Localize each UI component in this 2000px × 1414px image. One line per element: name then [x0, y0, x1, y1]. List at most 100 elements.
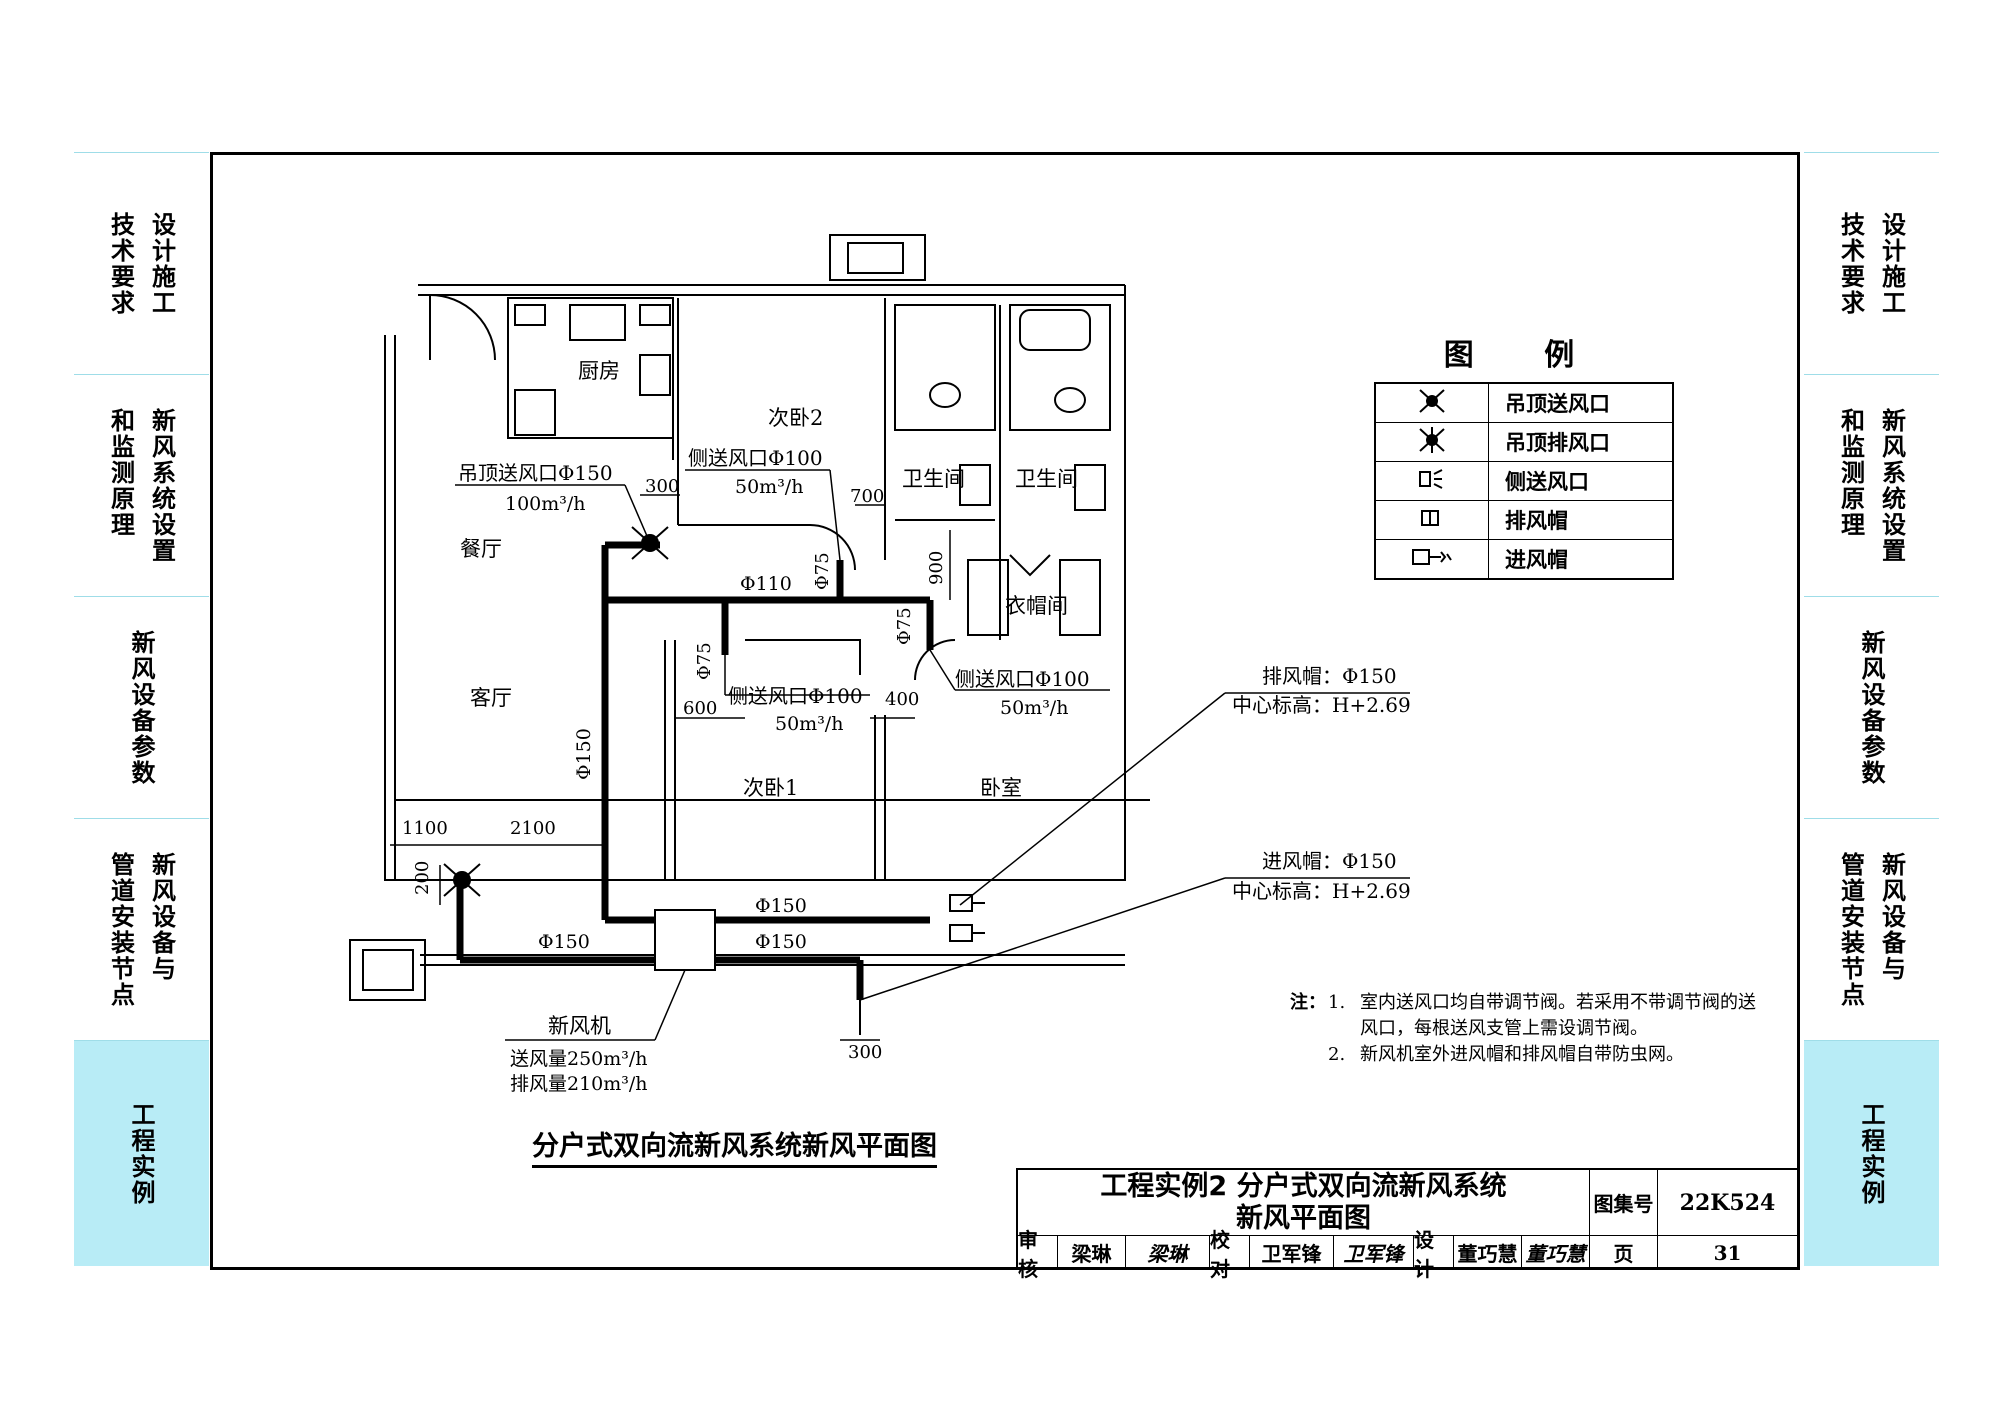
dim-200: 200 [412, 861, 433, 895]
note-text: 室内送风口均自带调节阀。若采用不带调节阀的送风口，每根送风支管上需设调节阀。 [1360, 992, 1756, 1039]
note-item: 注：1. 室内送风口均自带调节阀。若采用不带调节阀的送风口，每根送风支管上需设调节… [1290, 990, 1760, 1042]
legend-row: 进风帽 [1374, 539, 1674, 580]
side-tab-label: 新风设备与 [147, 852, 176, 982]
check-signature: 卫军锋 [1334, 1236, 1414, 1270]
legend-label: 进风帽 [1488, 539, 1674, 580]
room-kitchen: 厨房 [578, 359, 620, 383]
ceiling-exhaust-icon [1374, 422, 1489, 462]
dim-600: 600 [683, 698, 717, 719]
pipe-label-150-upper: Φ150 [755, 895, 807, 917]
legend: 图 例 吊顶送风口吊顶排风口侧送风口排风帽进风帽 [1374, 330, 1674, 580]
room-master: 卧室 [980, 776, 1022, 800]
room-bathroom2: 卫生间 [1015, 467, 1078, 491]
design-signature: 董巧慧 [1522, 1236, 1590, 1270]
ceiling-supply-label: 吊顶送风口Φ150 [458, 461, 613, 485]
review-label: 审核 [1018, 1228, 1058, 1281]
design-label: 设计 [1414, 1228, 1454, 1281]
side-tab-label: 新风设备与 [1877, 852, 1906, 982]
legend-label: 侧送风口 [1488, 461, 1674, 501]
intake-hood-label: 进风帽：Φ150 [1262, 849, 1397, 873]
side-tab-label: 新风设备参数 [1857, 630, 1885, 786]
side-tab[interactable]: 工程实例 [74, 1040, 209, 1266]
atlas-number: 22K524 [1658, 1170, 1798, 1236]
review-name: 梁琳 [1058, 1236, 1126, 1270]
dim-400: 400 [885, 689, 919, 710]
note-head: 注： [1290, 992, 1326, 1013]
legend-row: 排风帽 [1374, 500, 1674, 540]
room-bedroom2: 次卧2 [768, 406, 823, 430]
title-line2: 新风平面图 [1236, 1202, 1371, 1234]
legend-row: 吊顶排风口 [1374, 422, 1674, 462]
dim-900: 900 [926, 551, 947, 585]
side-tab-label: 新风系统设置 [147, 408, 176, 564]
notes: 注：1. 室内送风口均自带调节阀。若采用不带调节阀的送风口，每根送风支管上需设调节… [1290, 990, 1760, 1068]
ceiling-supply-icon [1374, 382, 1489, 423]
title-block: 工程实例2 分户式双向流新风系统 新风平面图 图集号 22K524 审核 梁琳 … [1016, 1168, 1800, 1281]
side-tab[interactable]: 新风系统设置和监测原理 [74, 374, 209, 597]
exhaust-hood-icon [1374, 500, 1489, 540]
room-bedroom1: 次卧1 [743, 776, 798, 800]
side-supply-master-label: 侧送风口Φ100 [955, 667, 1090, 691]
check-name: 卫军锋 [1250, 1236, 1334, 1270]
legend-row: 吊顶送风口 [1374, 382, 1674, 423]
side-tab[interactable]: 新风系统设置和监测原理 [1804, 374, 1939, 597]
dim-300-bottom: 300 [848, 1042, 882, 1063]
dim-300: 300 [645, 476, 679, 497]
room-living: 客厅 [470, 686, 512, 710]
side-tab[interactable]: 新风设备与管道安装节点 [74, 818, 209, 1041]
side-supply-b1-flow: 50m³/h [775, 713, 843, 735]
pipe-label-75c: Φ75 [894, 607, 915, 645]
pipe-label-150-lower: Φ150 [755, 931, 807, 953]
legend-table: 吊顶送风口吊顶排风口侧送风口排风帽进风帽 [1374, 382, 1674, 580]
unit-supply: 送风量250m³/h [510, 1048, 648, 1070]
side-tab-label: 技术要求 [1836, 212, 1865, 316]
side-tab-label: 和监测原理 [1836, 408, 1865, 538]
atlas-label: 图集号 [1590, 1170, 1658, 1236]
legend-label: 吊顶送风口 [1488, 382, 1674, 423]
side-supply-b2-label: 侧送风口Φ100 [688, 446, 823, 470]
intake-hood-icon [1374, 539, 1489, 580]
side-tab-label: 新风设备参数 [127, 630, 155, 786]
pipe-label-75b: Φ75 [694, 642, 715, 680]
side-supply-icon [1374, 461, 1489, 501]
side-tab[interactable]: 设计施工技术要求 [1804, 152, 1939, 375]
side-tab[interactable]: 新风设备与管道安装节点 [1804, 818, 1939, 1041]
side-tab[interactable]: 工程实例 [1804, 1040, 1939, 1266]
exhaust-hood-label: 排风帽：Φ150 [1262, 664, 1397, 688]
side-supply-b1-label: 侧送风口Φ100 [728, 684, 863, 708]
dim-2100: 2100 [510, 818, 556, 839]
pipe-label-150-left: Φ150 [538, 931, 590, 953]
side-tab-label: 管道安装节点 [1836, 852, 1865, 1008]
page-number: 31 [1658, 1236, 1798, 1270]
side-tab[interactable]: 新风设备参数 [74, 596, 209, 819]
review-signature: 梁琳 [1126, 1236, 1210, 1270]
side-tab-label: 技术要求 [106, 212, 135, 316]
design-name: 董巧慧 [1454, 1236, 1522, 1270]
legend-label: 吊顶排风口 [1488, 422, 1674, 462]
side-tab[interactable]: 设计施工技术要求 [74, 152, 209, 375]
drawing-frame [210, 152, 1800, 1270]
side-tab-label: 设计施工 [147, 212, 176, 316]
exhaust-hood-elev: 中心标高：H+2.69 [1232, 693, 1411, 717]
unit-name: 新风机 [548, 1014, 611, 1038]
note-head [1290, 1042, 1328, 1068]
pipe-label-75a: Φ75 [812, 552, 833, 590]
room-bathroom1: 卫生间 [902, 467, 965, 491]
title-line1: 工程实例2 分户式双向流新风系统 [1100, 1170, 1507, 1202]
side-tab-label: 设计施工 [1877, 212, 1906, 316]
note-number: 2. [1328, 1044, 1346, 1065]
page-label: 页 [1590, 1236, 1658, 1270]
pipe-label-110: Φ110 [740, 573, 792, 595]
side-tab-label: 工程实例 [1857, 1101, 1885, 1206]
note-number: 1. [1328, 992, 1346, 1013]
legend-title: 图 例 [1443, 338, 1605, 373]
plan-title: 分户式双向流新风系统新风平面图 [532, 1124, 937, 1168]
check-label: 校对 [1210, 1228, 1250, 1281]
legend-row: 侧送风口 [1374, 461, 1674, 501]
intake-hood-elev: 中心标高：H+2.69 [1232, 879, 1411, 903]
side-tab-label: 和监测原理 [106, 408, 135, 538]
note-item: 2.新风机室外进风帽和排风帽自带防虫网。 [1290, 1042, 1760, 1068]
room-cloakroom: 衣帽间 [1005, 594, 1068, 618]
side-tab[interactable]: 新风设备参数 [1804, 596, 1939, 819]
